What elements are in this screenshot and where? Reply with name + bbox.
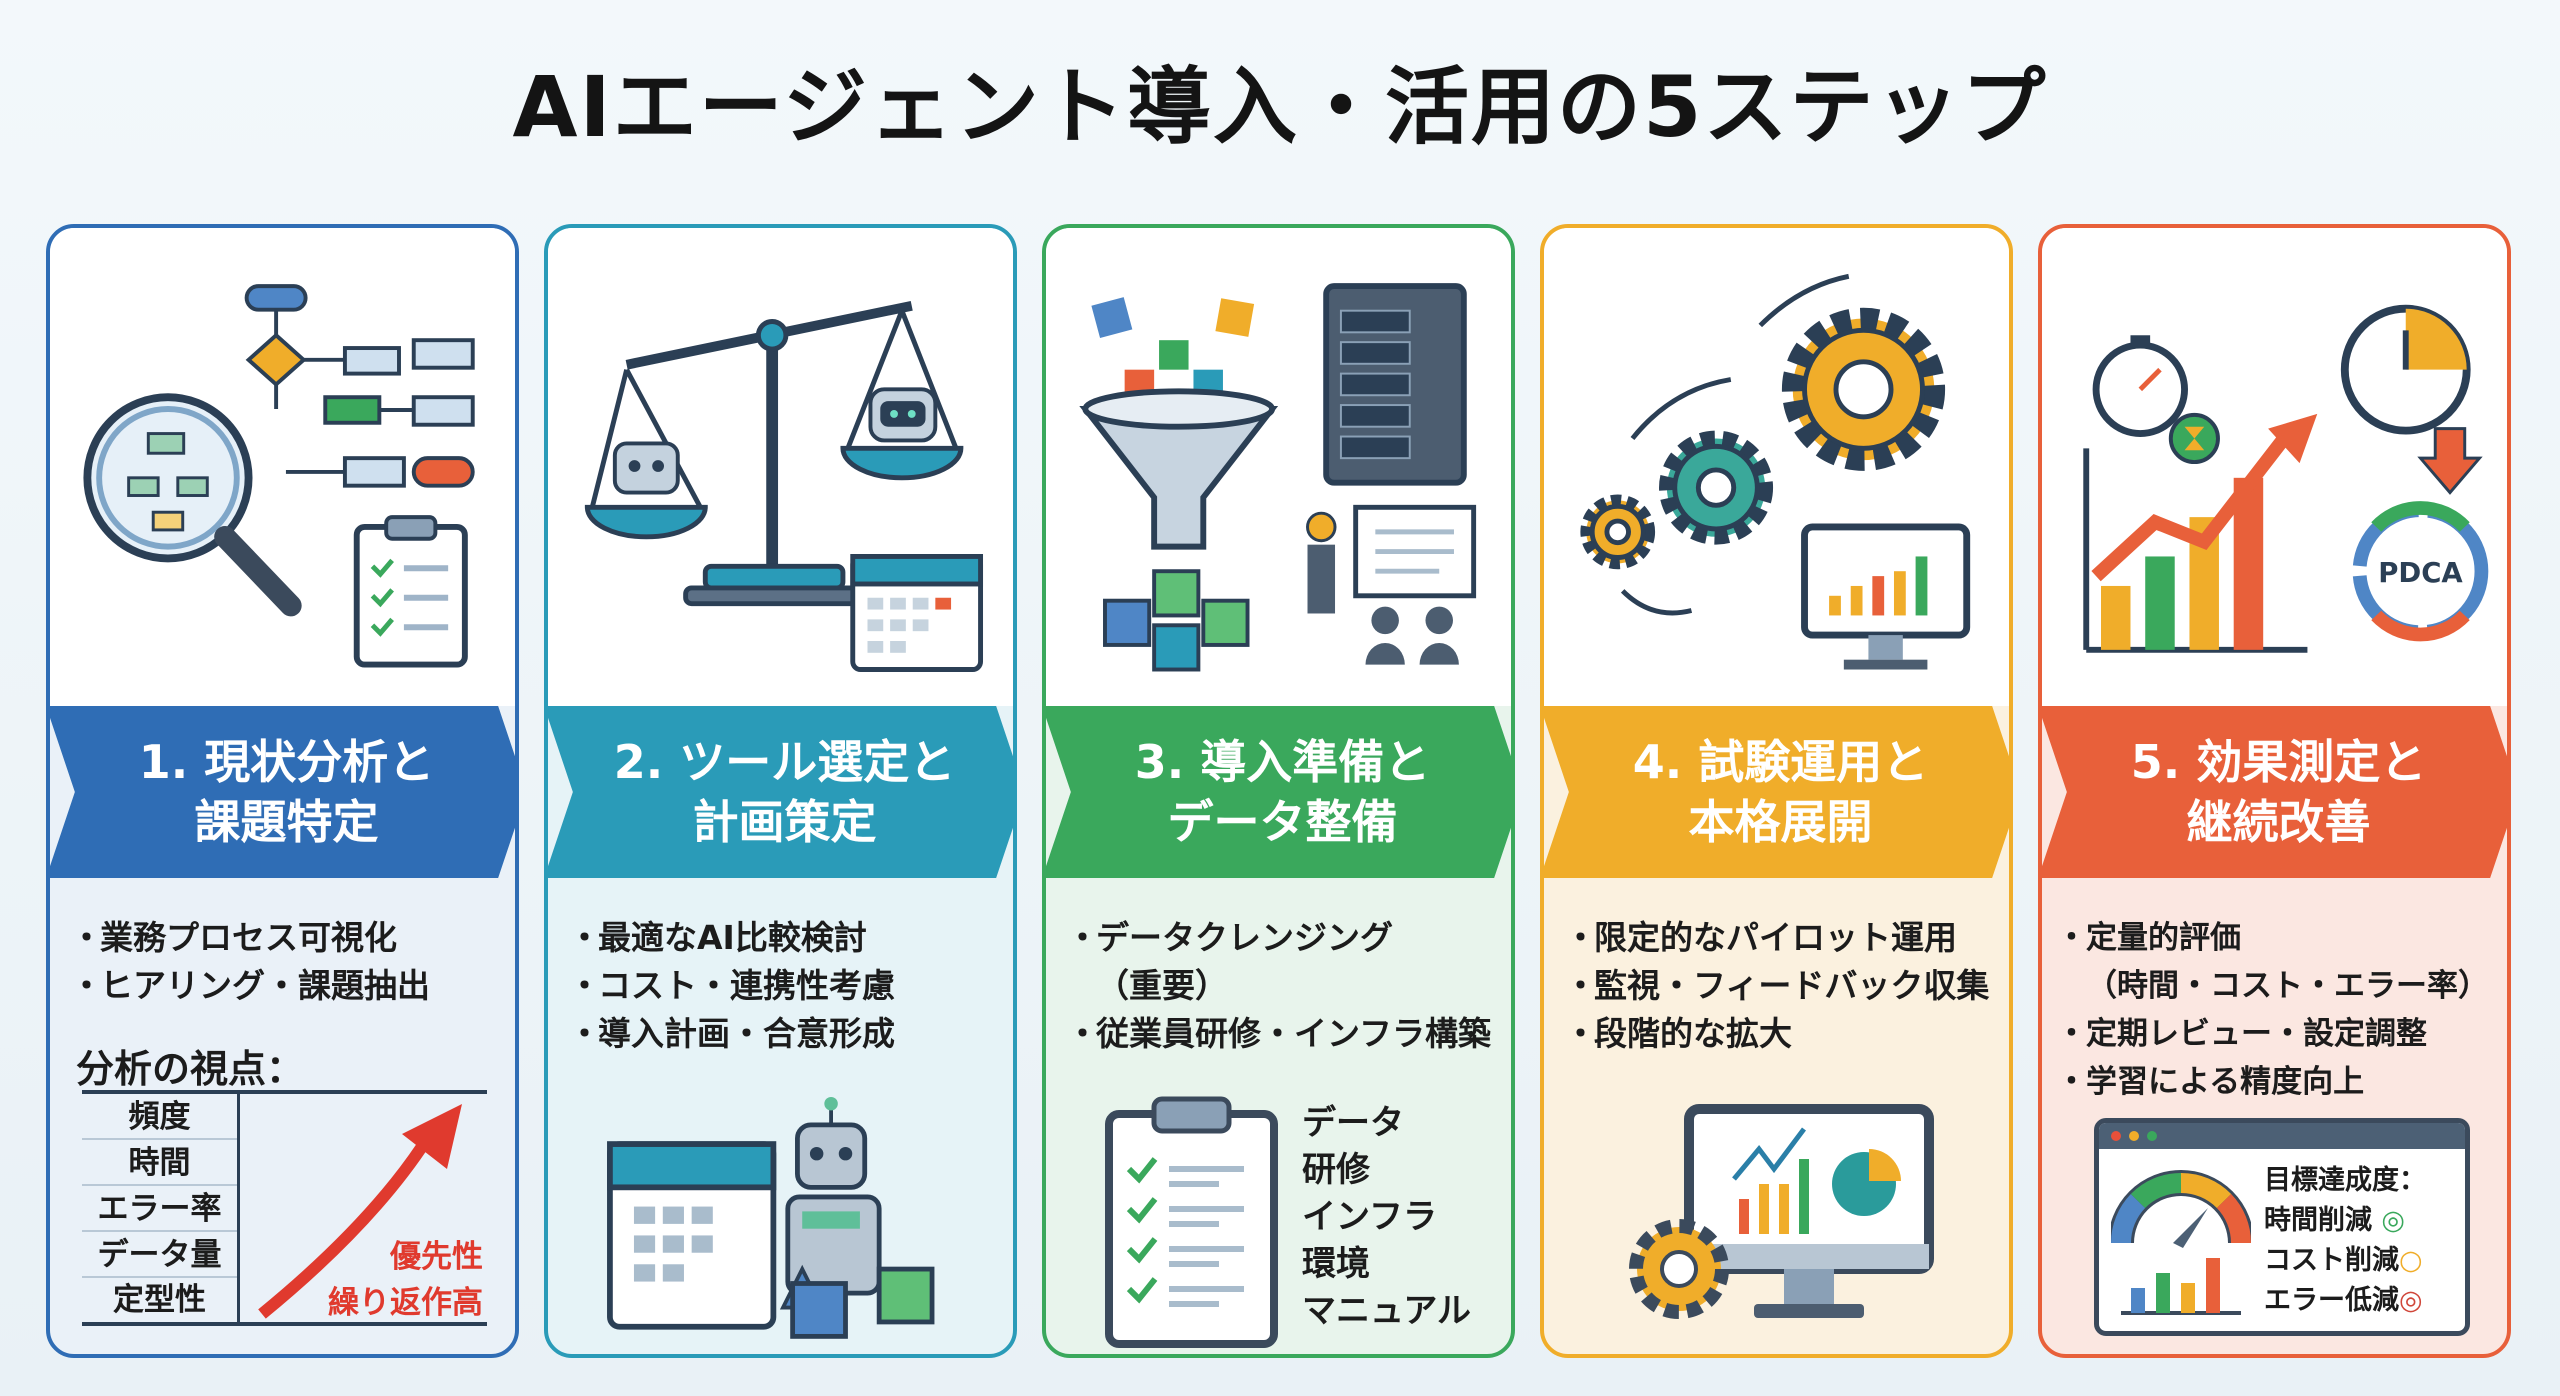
circle-icon: ○: [2399, 1245, 2423, 1276]
gauge-chart-icon: [2111, 1170, 2251, 1315]
checklist-item: 環境: [1302, 1244, 1370, 1284]
pdca-cycle-icon: PDCA: [2352, 501, 2489, 642]
pilot-operation-illustration: [1544, 228, 2009, 706]
window-titlebar: [2099, 1123, 2465, 1149]
clipboard-icon: [353, 515, 468, 668]
gears-icon: [1580, 307, 1946, 570]
step-2-title-line2: 計画策定: [692, 795, 877, 849]
table-row: 定型性: [113, 1282, 206, 1318]
step-card-2: 2. ツール選定と 計画策定 最適なAI比較検討 コスト・連携性考慮 導入計画・…: [544, 224, 1017, 1358]
cycle-arrows-icon: [1620, 273, 1850, 616]
step-3-bullets: データクレンジング （重要） 従業員研修・インフラ構築: [1066, 914, 1505, 1058]
goal-row: エラー低減◎: [2264, 1285, 2423, 1316]
step-3-banner: 3. 導入準備と データ整備: [1046, 706, 1511, 878]
bullet: データクレンジング: [1066, 914, 1505, 962]
double-circle-icon: ◎: [2399, 1285, 2423, 1316]
step-2-bullets: 最適なAI比較検討 コスト・連携性考慮 導入計画・合意形成: [568, 914, 1007, 1058]
process-analysis-illustration: [50, 228, 515, 706]
monitor-gear-icon: [1629, 1104, 1934, 1319]
bullet: 定期レビュー・設定調整: [2056, 1010, 2505, 1058]
robot-planning-icon: [607, 1096, 935, 1339]
training-presenter-icon: [1306, 504, 1477, 665]
step-3-title-line2: データ整備: [1167, 795, 1398, 849]
step-card-1: 1. 現状分析と 課題特定 業務プロセス可視化 ヒアリング・課題抽出 分析の視点…: [46, 224, 519, 1358]
flowchart-icon: [244, 284, 475, 488]
bullet-continuation: （時間・コスト・エラー率）: [2086, 968, 2489, 1004]
dashboard-window: 目標達成度： 時間削減 ◎ コスト削減○ エラー低減◎: [2094, 1118, 2470, 1336]
bullet: 従業員研修・インフラ構築: [1066, 1010, 1505, 1058]
step-card-3: 3. 導入準備と データ整備 データクレンジング （重要） 従業員研修・インフラ…: [1042, 224, 1515, 1358]
step-2-title-line1: 2. ツール選定と: [613, 735, 956, 789]
bullet: 定量的評価: [2056, 914, 2505, 962]
step-card-4: 4. 試験運用と 本格展開 限定的なパイロット運用 監視・フィードバック収集 段…: [1540, 224, 2013, 1358]
magnifier-icon: [83, 393, 302, 617]
repetition-label: 繰り返作高: [328, 1285, 483, 1321]
step-5-banner: 5. 効果測定と 継続改善: [2042, 706, 2507, 878]
bullet-continuation: （重要）: [1096, 966, 1228, 1005]
step-5-title-line2: 継続改善: [2186, 795, 2371, 849]
bullet: 段階的な拡大: [1564, 1010, 2003, 1058]
data-blocks-icon: [1091, 297, 1255, 400]
table-row: 時間: [82, 1140, 237, 1186]
analysis-heading: 分析の視点：: [76, 1047, 305, 1091]
analysis-table: 頻度 時間 エラー率 データ量 定型性 優先性 繰り返作高: [82, 1090, 487, 1326]
monitor-chart-icon: [1801, 523, 1971, 670]
step-4-title-line1: 4. 試験運用と: [1632, 735, 1929, 789]
step-2-banner: 2. ツール選定と 計画策定: [548, 706, 1013, 878]
funnel-icon: [1079, 388, 1279, 550]
cubes-icon: [1103, 569, 1250, 672]
minimize-dot-icon: [2129, 1131, 2139, 1141]
dashboard-heading: 目標達成度：: [2264, 1165, 2426, 1196]
effect-measurement-illustration: PDCA: [2042, 228, 2507, 706]
close-dot-icon: [2111, 1131, 2121, 1141]
checklist-item: インフラ: [1302, 1197, 1437, 1237]
bullet: 導入計画・合意形成: [568, 1010, 1007, 1058]
step-4-banner: 4. 試験運用と 本格展開: [1544, 706, 2009, 878]
table-row: エラー率: [82, 1186, 237, 1232]
checklist-item: マニュアル: [1302, 1291, 1471, 1331]
clock-icon: [2340, 304, 2483, 495]
data-preparation-illustration: [1046, 228, 1511, 706]
step-4-bullets: 限定的なパイロット運用 監視・フィードバック収集 段階的な拡大: [1564, 914, 2003, 1058]
bullet: 最適なAI比較検討: [568, 914, 1007, 962]
step-1-title-line2: 課題特定: [194, 795, 379, 849]
hourglass-icon: [2168, 412, 2220, 465]
double-circle-icon: ◎: [2381, 1205, 2405, 1236]
page-title: AIエージェント導入・活用の5ステップ: [512, 58, 2048, 156]
checklist-item: 研修: [1302, 1150, 1370, 1190]
priority-arrow-icon: [258, 1104, 462, 1319]
maximize-dot-icon: [2147, 1131, 2157, 1141]
table-row: 頻度: [82, 1094, 237, 1140]
checklist-clipboard-icon: [1105, 1096, 1278, 1348]
step-5-title-line1: 5. 効果測定と: [2130, 735, 2427, 789]
bullet: 業務プロセス可視化: [70, 914, 509, 962]
pdca-label: PDCA: [2378, 557, 2463, 589]
tool-comparison-illustration: [548, 228, 1013, 706]
step-1-title-line1: 1. 現状分析と: [138, 735, 435, 789]
step-5-bullets: 定量的評価 （時間・コスト・エラー率） 定期レビュー・設定調整 学習による精度向…: [2056, 914, 2505, 1106]
bullet: 学習による精度向上: [2056, 1058, 2505, 1106]
bullet: 限定的なパイロット運用: [1564, 914, 2003, 962]
step-3-title-line1: 3. 導入準備と: [1134, 735, 1431, 789]
goal-row: コスト削減○: [2264, 1245, 2423, 1276]
step-card-5: PDCA 5. 効果測定と 継続改善 定量的評価 （時間・コスト・エラー率） 定…: [2038, 224, 2511, 1358]
server-icon: [1323, 283, 1467, 486]
balance-scale-icon: [584, 300, 964, 607]
step-1-banner: 1. 現状分析と 課題特定: [50, 706, 515, 878]
robot-icon: [612, 387, 938, 495]
table-row: データ量: [82, 1232, 237, 1278]
growth-chart-icon: [2083, 413, 2318, 653]
bullet: コスト・連携性考慮: [568, 962, 1007, 1010]
stopwatch-icon: [2092, 335, 2188, 438]
goal-row: 時間削減 ◎: [2264, 1205, 2405, 1236]
bullet: 監視・フィードバック収集: [1564, 962, 2003, 1010]
checklist-items: データ 研修 インフラ 環境 マニュアル: [1302, 1100, 1471, 1335]
calendar-icon: [850, 554, 984, 672]
step-4-title-line2: 本格展開: [1688, 795, 1873, 849]
step-1-bullets: 業務プロセス可視化 ヒアリング・課題抽出: [70, 914, 509, 1010]
priority-label: 優先性: [390, 1239, 483, 1275]
bullet: ヒアリング・課題抽出: [70, 962, 509, 1010]
checklist-item: データ: [1302, 1103, 1404, 1143]
